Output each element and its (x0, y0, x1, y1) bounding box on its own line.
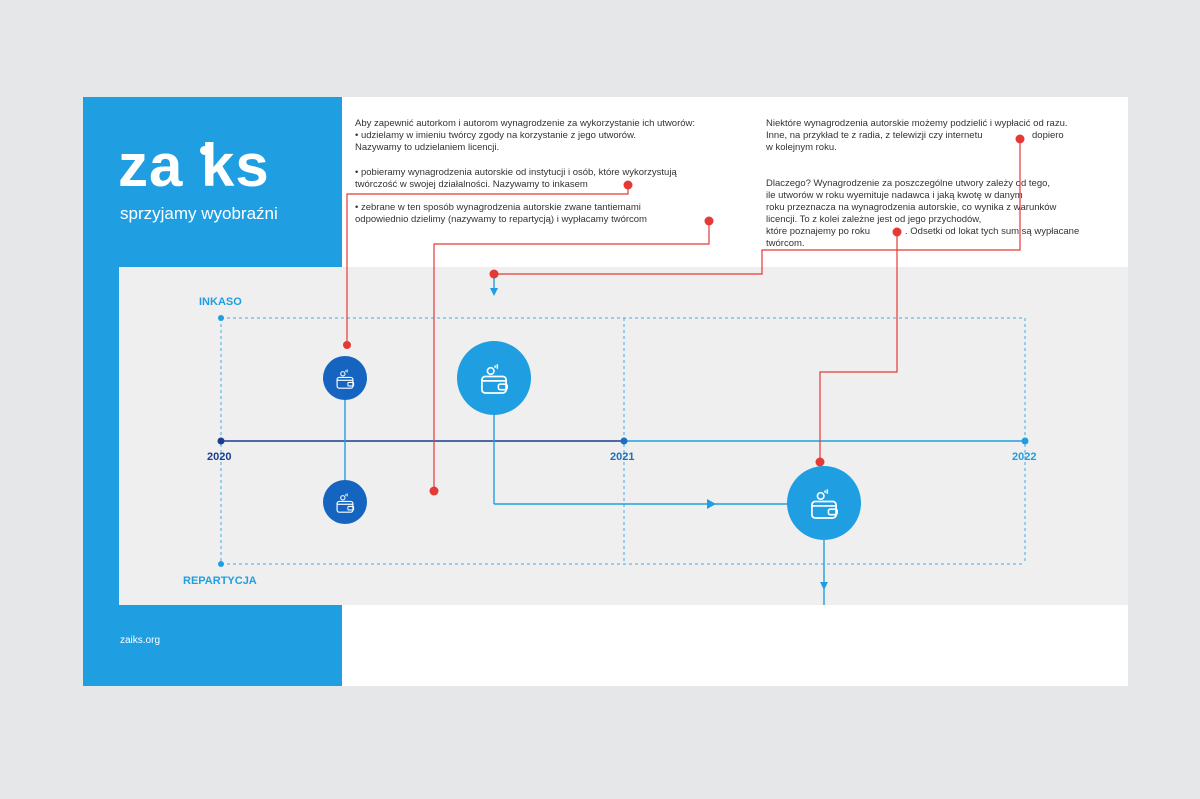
year-label-2021: 2021 (610, 451, 635, 463)
blue-flow (344, 275, 825, 605)
zaiks-logo: za ks (118, 132, 270, 199)
wallet-node-large-2021 (787, 466, 861, 540)
year-label-2022: 2022 (1012, 451, 1037, 463)
right-text-8: które poznajemy po roku (766, 226, 871, 237)
bullet-collection-cont: twórczość w swojej działalności. Nazywam… (355, 179, 588, 190)
right-text-1: Niektóre wynagrodzenia autorskie możemy … (766, 118, 1068, 129)
right-text-5: ile utworów w roku wyemituje nadawca i j… (766, 190, 1023, 201)
bullet-collection: • pobieramy wynagrodzenia autorskie od i… (355, 167, 677, 178)
right-text-8b: . Odsetki od lokat tych sum są wypłacane (905, 226, 1080, 237)
wallet-node-small-top (323, 356, 367, 400)
arrow-down-1 (490, 288, 498, 296)
row-label-repartycja: REPARTYCJA (183, 575, 257, 587)
year-label-2020: 2020 (207, 451, 232, 463)
wallet-node-large-2020 (457, 341, 531, 415)
year-dot-2020 (217, 437, 225, 445)
intro-text: Aby zapewnić autorkom i autorom wynagrod… (355, 118, 696, 129)
arrow-down-2 (820, 582, 828, 590)
right-text-3: w kolejnym roku. (766, 142, 837, 153)
row-label-inkaso: INKASO (199, 296, 242, 308)
wallet-node-small-bottom (323, 480, 367, 524)
red-markers (343, 134, 1025, 496)
bullet-distribution-cont: odpowiednio dzielimy (nazywamy to repart… (355, 214, 647, 225)
website-link[interactable]: zaiks.org (120, 635, 161, 646)
bullet-distribution: • zebrane w ten sposób wynagrodzenia aut… (355, 202, 641, 213)
year-dot-2021 (620, 437, 628, 445)
corner-dot-bottom (218, 561, 224, 567)
red-connectors (346, 139, 1021, 491)
right-text-6: roku przeznacza na wynagrodzenia autorsk… (766, 202, 1057, 213)
bullet-licence-cont: Nazywamy to udzielaniem licencji. (355, 142, 500, 153)
bullet-licence: • udzielamy w imieniu twórcy zgody na ko… (355, 130, 637, 141)
corner-dot-top (218, 315, 224, 321)
right-text-9: twórcom. (766, 238, 805, 249)
tagline: sprzyjamy wyobraźni (120, 204, 278, 223)
right-text-4: Dlaczego? Wynagrodzenie za poszczególne … (766, 178, 1051, 189)
right-text-2b: dopiero (1032, 130, 1064, 141)
logo-dot (200, 146, 209, 155)
year-dot-2022 (1021, 437, 1029, 445)
arrow-right (707, 499, 716, 509)
right-text-2: Inne, na przykład te z radia, z telewizj… (766, 130, 983, 141)
right-text-7: licencji. To z kolei zależne jest od jeg… (766, 214, 982, 225)
